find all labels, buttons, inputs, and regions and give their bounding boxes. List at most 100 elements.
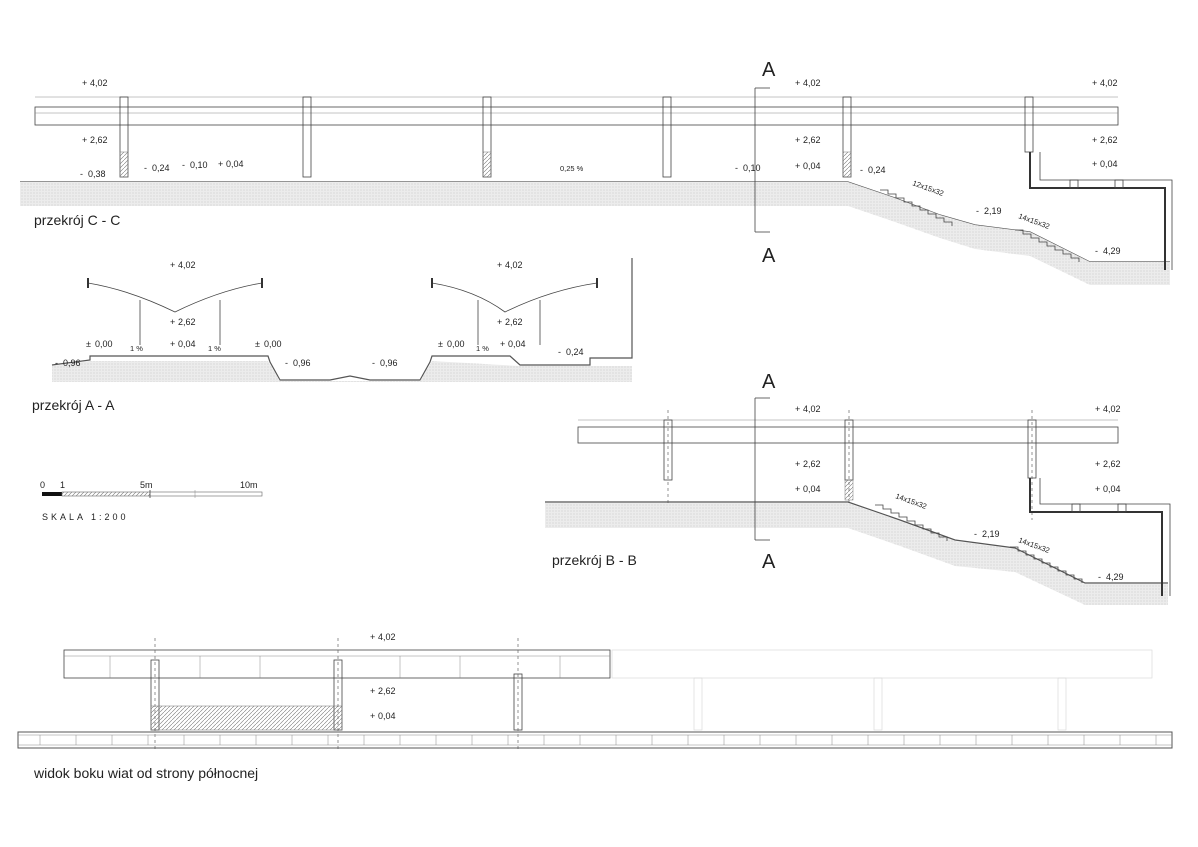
scale-tick: 1 <box>60 480 65 490</box>
svg-text:-: - <box>976 206 979 216</box>
level-label: 0,10 <box>743 163 761 173</box>
section-b-b <box>545 397 1171 605</box>
level-label: 0,04 <box>226 159 244 169</box>
svg-text:+: + <box>795 161 800 171</box>
level-label: 0,38 <box>88 169 106 179</box>
level-label: 0,96 <box>63 358 81 368</box>
svg-text:+: + <box>500 339 505 349</box>
scale-bar <box>42 490 263 498</box>
level-label: 2,62 <box>505 317 523 327</box>
level-label: 0,24 <box>868 165 886 175</box>
svg-text:-: - <box>1098 572 1101 582</box>
level-label: 0,00 <box>95 339 113 349</box>
svg-text:+: + <box>1092 135 1097 145</box>
level-label: 2,62 <box>178 317 196 327</box>
level-label: 4,02 <box>803 404 821 414</box>
level-label: 4,02 <box>505 260 523 270</box>
level-label: 4,02 <box>803 78 821 88</box>
level-label: 0,04 <box>178 339 196 349</box>
level-label: 2,62 <box>803 459 821 469</box>
level-label: 2,62 <box>1100 135 1118 145</box>
svg-text:+: + <box>82 78 87 88</box>
svg-text:+: + <box>370 686 375 696</box>
svg-text:-: - <box>735 163 738 173</box>
cut-marker-a: A <box>762 245 776 267</box>
level-label: 0,00 <box>264 339 282 349</box>
svg-text:+: + <box>370 632 375 642</box>
cut-marker-a: A <box>762 371 776 393</box>
svg-text:+: + <box>497 317 502 327</box>
level-label: 0,04 <box>378 711 396 721</box>
svg-text:-: - <box>860 165 863 175</box>
slope-label: 0,25 % <box>560 164 584 173</box>
stair-label: 14x15x32 <box>1017 211 1051 231</box>
level-label: 4,02 <box>90 78 108 88</box>
svg-text:+: + <box>795 484 800 494</box>
scale-tick: 0 <box>40 480 45 490</box>
svg-text:-: - <box>144 163 147 173</box>
section-c-c <box>20 87 1173 285</box>
scale-tick: 10m <box>240 480 258 490</box>
level-label: 0,04 <box>803 161 821 171</box>
scale-tick: 5m <box>140 480 153 490</box>
svg-text:+: + <box>497 260 502 270</box>
svg-text:+: + <box>795 404 800 414</box>
north-view-title: widok boku wiat od strony północnej <box>33 765 258 781</box>
stair-label: 14x15x32 <box>894 491 928 511</box>
svg-text:+: + <box>1092 78 1097 88</box>
scale-label: SKALA 1:200 <box>42 512 129 522</box>
svg-text:+: + <box>1092 159 1097 169</box>
north-side-view <box>17 638 1173 750</box>
svg-text:-: - <box>1095 246 1098 256</box>
level-label: 2,19 <box>982 529 1000 539</box>
level-label: 0,00 <box>447 339 465 349</box>
level-label: 0,24 <box>152 163 170 173</box>
svg-text:-: - <box>55 358 58 368</box>
slope-label: 1 % <box>208 344 221 353</box>
section-a-a <box>51 258 633 382</box>
cut-marker-a: A <box>762 551 776 573</box>
level-label: 0,04 <box>803 484 821 494</box>
section-c-c-title: przekrój C - C <box>34 212 120 228</box>
svg-text:+: + <box>795 135 800 145</box>
level-label: 0,96 <box>380 358 398 368</box>
svg-text:±: ± <box>86 339 91 349</box>
svg-text:±: ± <box>255 339 260 349</box>
svg-text:-: - <box>182 160 185 170</box>
svg-text:-: - <box>80 169 83 179</box>
level-label: 0,04 <box>1103 484 1121 494</box>
level-label: 4,02 <box>378 632 396 642</box>
level-markers-a-a: +4,02 +4,02 +2,62 +2,62 ±0,00 +0,04 ±0,0… <box>55 260 584 368</box>
svg-text:+: + <box>1095 484 1100 494</box>
svg-text:±: ± <box>438 339 443 349</box>
slope-label: 1 % <box>130 344 143 353</box>
svg-text:+: + <box>370 711 375 721</box>
level-label: 0,04 <box>1100 159 1118 169</box>
level-label: 0,10 <box>190 160 208 170</box>
level-label: 0,24 <box>566 347 584 357</box>
svg-text:+: + <box>795 459 800 469</box>
level-label: 0,96 <box>293 358 311 368</box>
level-label: 2,19 <box>984 206 1002 216</box>
cut-marker-a: A <box>762 59 776 81</box>
level-label: 4,02 <box>178 260 196 270</box>
svg-text:-: - <box>285 358 288 368</box>
svg-text:+: + <box>82 135 87 145</box>
level-label: 2,62 <box>90 135 108 145</box>
section-b-b-title: przekrój B - B <box>552 552 637 568</box>
level-label: 2,62 <box>1103 459 1121 469</box>
level-label: 2,62 <box>378 686 396 696</box>
stair-label: 12x15x32 <box>911 178 945 198</box>
svg-text:+: + <box>795 78 800 88</box>
svg-text:-: - <box>558 347 561 357</box>
svg-text:+: + <box>1095 404 1100 414</box>
slope-label: 1 % <box>476 344 489 353</box>
level-markers-north-view: +4,02 +2,62 +0,04 <box>370 632 396 721</box>
svg-text:-: - <box>974 529 977 539</box>
svg-text:+: + <box>170 260 175 270</box>
level-label: 4,02 <box>1103 404 1121 414</box>
svg-text:-: - <box>372 358 375 368</box>
svg-text:+: + <box>170 339 175 349</box>
svg-text:+: + <box>218 159 223 169</box>
